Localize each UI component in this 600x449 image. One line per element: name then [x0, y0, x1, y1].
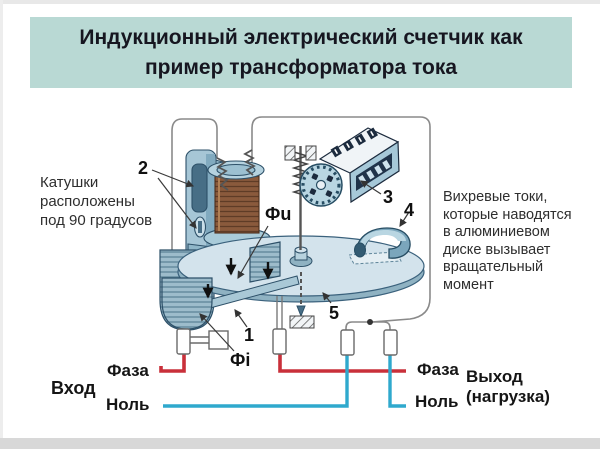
coil-spring-leads [216, 149, 256, 191]
terminal-link-box [208, 330, 229, 350]
eddy-currents-annotation: Вихревые токи, которые наводятся в алюми… [443, 189, 572, 293]
title-band: Индукционный электрический счетчик как п… [30, 17, 572, 88]
counter-top-digits [334, 130, 375, 155]
terminal-4 [383, 329, 398, 356]
slide-title-line1: Индукционный электрический счетчик как [79, 25, 523, 49]
brake-magnet [348, 227, 411, 265]
bottom-edge-strip [0, 438, 600, 449]
part-label-3: 3 [383, 187, 394, 207]
flux-i-label: Фi [230, 350, 251, 370]
terminal-1 [176, 328, 191, 355]
spindle-tip [296, 305, 306, 318]
output-title: Выход (нагрузка) [466, 367, 550, 406]
neutral-wire-input [163, 354, 349, 408]
current-coil-leads [276, 296, 283, 330]
input-phase-label: Фаза [107, 361, 149, 380]
terminal-2 [272, 328, 287, 355]
phase-wire-input [159, 353, 186, 373]
mains-wires [159, 353, 406, 408]
top-edge-strip [0, 0, 600, 4]
spindle-support-hatch [284, 145, 296, 161]
coils-annotation: Катушки расположены под 90 градусов [40, 174, 153, 229]
label-leaders [151, 169, 410, 352]
part-label-4: 4 [404, 200, 415, 220]
spindle-support-hatch [305, 145, 317, 161]
flux-arrows [202, 258, 274, 299]
terminal-3 [340, 329, 355, 356]
input-neutral-label: Ноль [106, 395, 150, 414]
disc-hub [289, 246, 313, 267]
phase-wire-output [278, 353, 406, 373]
neutral-wire-output [388, 354, 406, 408]
bottom-bearing [289, 315, 315, 329]
part-label-2: 2 [138, 158, 149, 178]
part-label-1: 1 [244, 325, 255, 345]
slide-title-line2: пример трансформатора тока [144, 55, 458, 79]
wire-junction-dot [367, 319, 373, 325]
counter-drive-gear [299, 163, 343, 207]
flux-u-label: Фu [265, 204, 292, 224]
output-neutral-label: Ноль [415, 392, 459, 411]
left-edge-strip [0, 0, 3, 449]
output-phase-label: Фаза [417, 360, 459, 379]
input-title: Вход [51, 378, 96, 398]
part-label-5: 5 [329, 303, 340, 323]
terminal-block [176, 328, 398, 356]
